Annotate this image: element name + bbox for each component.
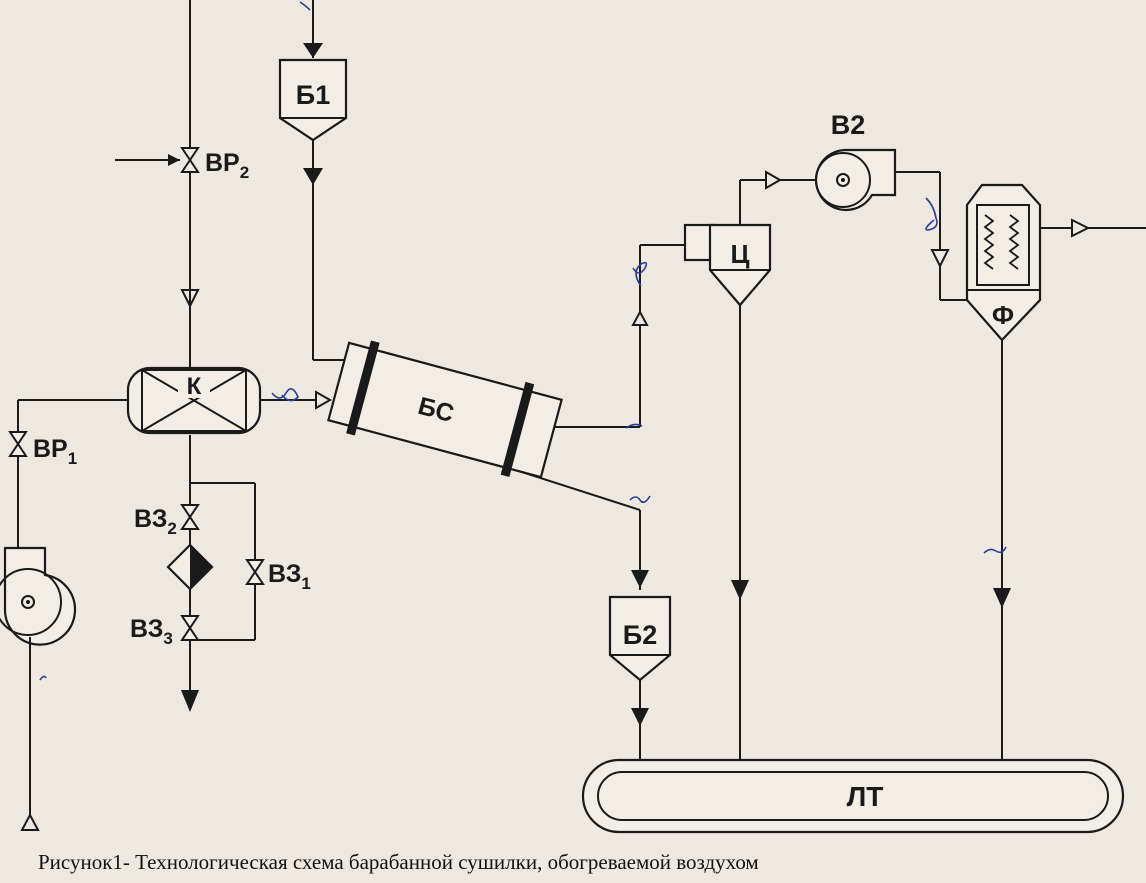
filter-f bbox=[965, 183, 1042, 342]
cyclone-ts bbox=[683, 223, 772, 307]
conveyor-lt-label: ЛТ bbox=[847, 781, 884, 812]
handwritten-marks bbox=[39, 1, 1007, 681]
valve-vr1 bbox=[8, 431, 28, 457]
condensate-trap bbox=[166, 543, 214, 591]
heater-k-label: К bbox=[187, 373, 202, 400]
valve-vz3-label: ВЗ3 bbox=[130, 615, 173, 648]
valve-vz2 bbox=[180, 504, 200, 530]
valve-vr2 bbox=[180, 147, 200, 173]
figure-caption: Рисунок1- Технологическая схема барабанн… bbox=[38, 850, 759, 874]
valve-vz2-label: ВЗ2 bbox=[134, 505, 177, 538]
bunker-b1 bbox=[278, 58, 348, 142]
conveyor-lt bbox=[581, 758, 1125, 834]
fan-v2 bbox=[814, 148, 897, 212]
valve-vz1 bbox=[245, 559, 265, 585]
cyclone-ts-label: Ц bbox=[731, 239, 750, 269]
air-inlet-arrow bbox=[20, 812, 40, 831]
air-fan bbox=[0, 546, 77, 646]
valve-vz1-label: ВЗ1 bbox=[268, 560, 311, 593]
valve-vr1-label: ВР1 bbox=[33, 435, 77, 468]
filter-f-label: Ф bbox=[992, 300, 1014, 330]
bunker-b1-label: Б1 bbox=[296, 80, 330, 110]
bunker-b2-label: Б2 bbox=[623, 620, 657, 650]
valve-vz3 bbox=[180, 615, 200, 641]
valve-vr2-label: ВР2 bbox=[205, 149, 249, 182]
bunker-b2 bbox=[608, 595, 672, 682]
heater-k bbox=[126, 366, 262, 435]
drum-dryer-bs bbox=[327, 340, 563, 479]
fan-v2-label: В2 bbox=[831, 110, 866, 140]
